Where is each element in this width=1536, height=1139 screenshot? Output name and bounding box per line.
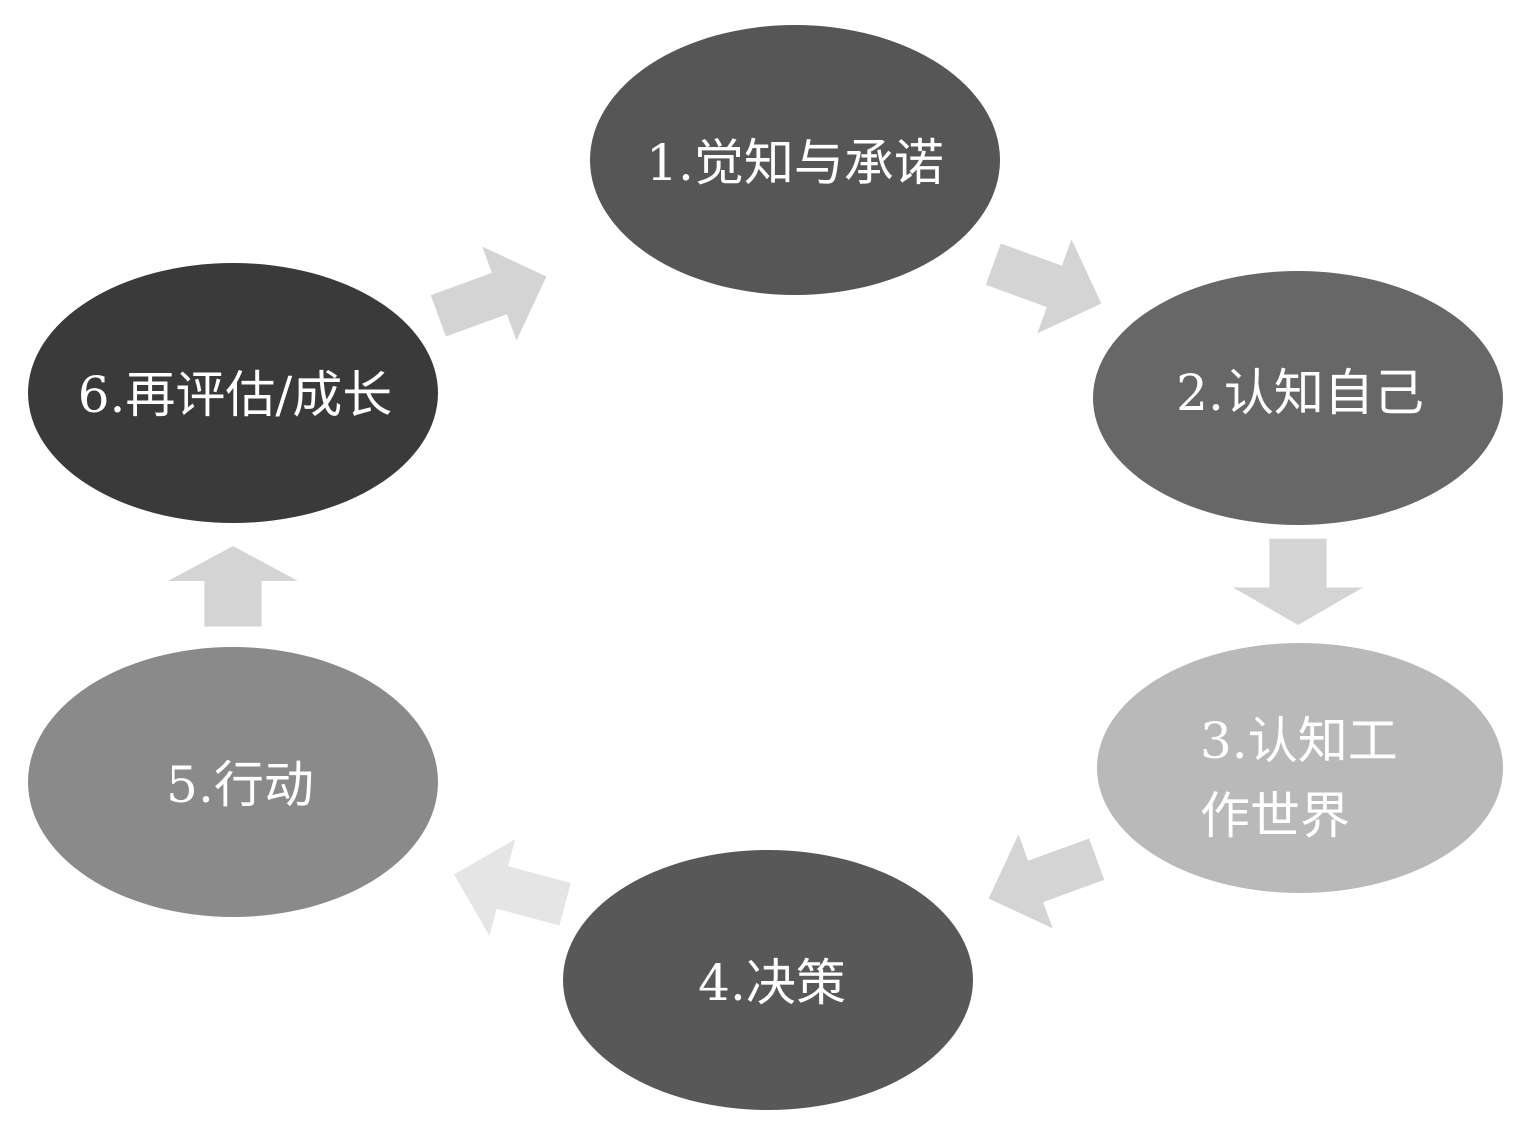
- node-3-label-line2: 作世界: [1200, 787, 1350, 845]
- arrow-6-to-1: [421, 229, 564, 363]
- node-6-label: 6.再评估/成长: [78, 366, 393, 424]
- node-1-label: 1.觉知与承诺: [646, 134, 944, 192]
- node-ellipse: [28, 647, 438, 917]
- node-1: 1.觉知与承诺: [590, 25, 1000, 295]
- node-ellipse: [28, 263, 438, 523]
- node-4-label: 4.决策: [698, 954, 846, 1012]
- node-2-label: 2.认知自己: [1176, 364, 1424, 422]
- node-4: 4.决策: [563, 850, 973, 1110]
- arrow-5-to-6: [168, 546, 298, 627]
- node-ellipse: [590, 25, 1000, 295]
- arrow-2-to-3: [1233, 538, 1363, 625]
- arrow-1-to-2: [976, 217, 1119, 351]
- node-ellipse: [1097, 643, 1503, 893]
- node-6: 6.再评估/成长: [28, 263, 438, 523]
- node-5-label: 5.行动: [166, 756, 314, 814]
- node-5: 5.行动: [28, 647, 438, 917]
- node-3: 3.认知工 作世界: [1097, 643, 1503, 893]
- node-3-label-line1: 3.认知工: [1200, 712, 1398, 770]
- node-ellipse: [1093, 271, 1503, 525]
- arrow-3-to-4: [971, 812, 1114, 946]
- node-ellipse: [563, 850, 973, 1110]
- node-2: 2.认知自己: [1093, 271, 1503, 525]
- arrow-4-to-5: [441, 826, 579, 953]
